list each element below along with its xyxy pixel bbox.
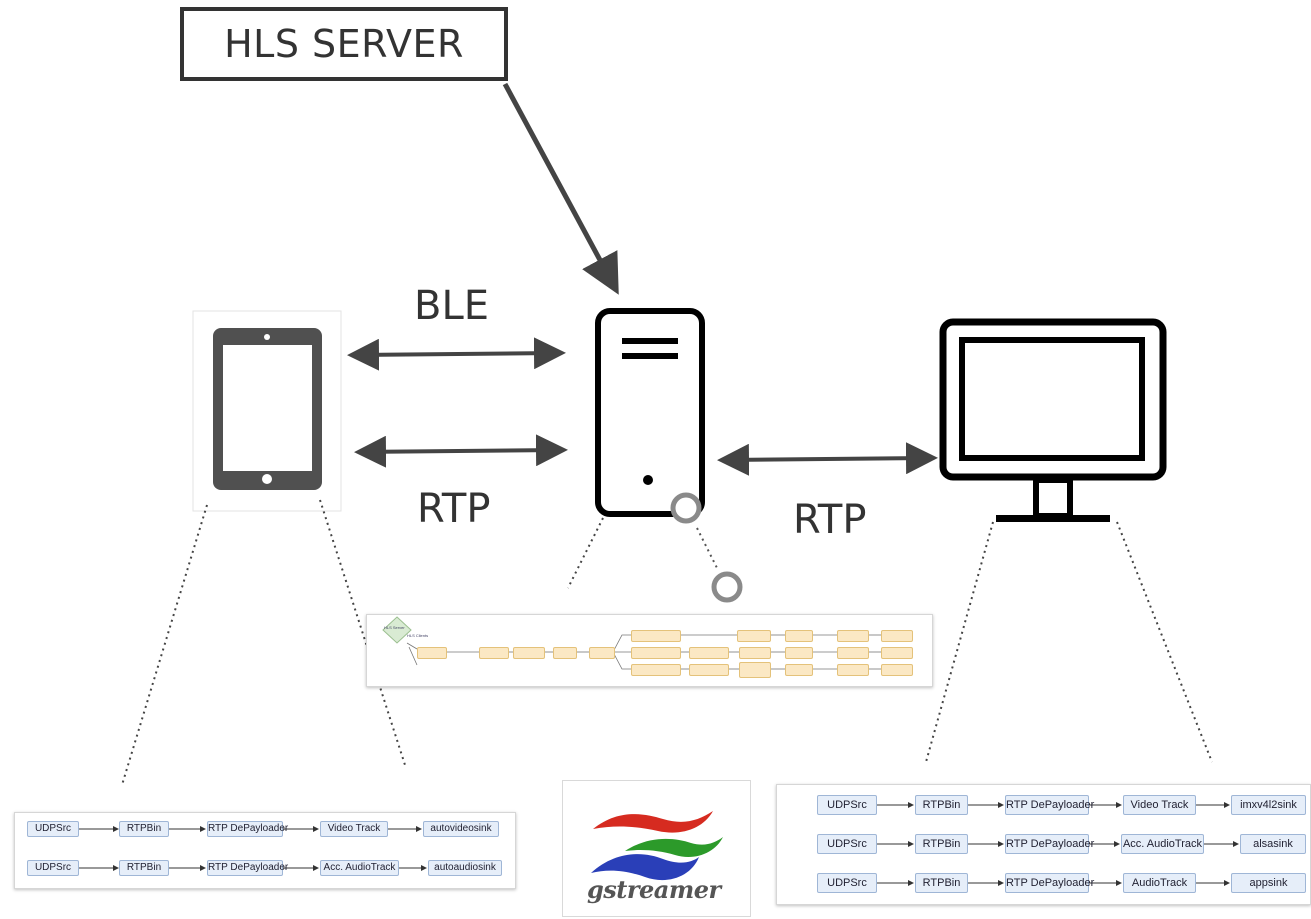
server-node xyxy=(631,664,681,676)
pipeline-node: RTP DePayloader xyxy=(1005,795,1094,815)
server-node xyxy=(785,647,813,659)
server-node xyxy=(837,647,869,659)
pipeline-node: RTPBin xyxy=(915,873,968,893)
server-node xyxy=(417,647,447,659)
server-node xyxy=(837,664,869,676)
hls-pointer-arrow xyxy=(502,82,619,295)
pipeline-node: RTPBin xyxy=(119,821,169,837)
pipeline-node: RTP DePayloader xyxy=(1005,834,1094,854)
server-root-label: HLS Server xyxy=(384,625,405,630)
rtp-left-label: RTP xyxy=(417,486,491,532)
server-node xyxy=(479,647,509,659)
right-pipeline-panel: UDPSrc RTPBin RTP DePayloader Video Trac… xyxy=(776,784,1311,905)
server-node xyxy=(837,630,869,642)
connector-dots xyxy=(696,527,719,571)
server-node xyxy=(513,647,545,659)
pipeline-node: alsasink xyxy=(1240,834,1306,854)
pipeline-node: autovideosink xyxy=(423,821,499,837)
right-pipeline-arrows xyxy=(877,802,1239,886)
pipeline-node: UDPSrc xyxy=(27,821,79,837)
server-pipeline-graph xyxy=(382,616,881,670)
pipeline-node: imxv4l2sink xyxy=(1231,795,1306,815)
server-node xyxy=(631,647,681,659)
ble-arrow xyxy=(347,337,566,371)
pipeline-node: UDPSrc xyxy=(27,860,79,876)
pipeline-node: RTPBin xyxy=(915,834,968,854)
rtp-right-arrow xyxy=(717,442,938,476)
monitor-icon xyxy=(939,318,1167,522)
pipeline-node: autoaudiosink xyxy=(428,860,502,876)
hls-server-box: HLS SERVER xyxy=(180,7,508,81)
pipeline-node: RTPBin xyxy=(119,860,169,876)
server-icon xyxy=(595,308,705,517)
pipeline-node: RTP DePayloader xyxy=(1005,873,1094,893)
server-node xyxy=(785,664,813,676)
ble-label: BLE xyxy=(414,283,489,329)
left-pipeline-arrows xyxy=(79,826,427,871)
connector-ring-1 xyxy=(670,492,702,524)
pipeline-node: appsink xyxy=(1231,873,1306,893)
server-node xyxy=(785,630,813,642)
pipeline-node: UDPSrc xyxy=(817,873,877,893)
pipeline-node: AudioTrack xyxy=(1123,873,1196,893)
server-node xyxy=(881,664,913,676)
pipeline-node: RTPBin xyxy=(915,795,968,815)
server-node xyxy=(689,647,729,659)
server-node xyxy=(881,630,913,642)
server-sub-label: HLS Clients xyxy=(407,633,429,638)
left-pipeline-panel: UDPSrc RTPBin RTP DePayloader Video Trac… xyxy=(14,812,516,889)
server-pipeline-panel: HLS Server HLS Clients xyxy=(366,614,933,687)
tablet-icon xyxy=(192,310,342,512)
server-node xyxy=(631,630,681,642)
rtp-left-arrow xyxy=(354,434,568,468)
pipeline-node: RTP DePayloader xyxy=(207,860,288,876)
gstreamer-wordmark: gstreamer xyxy=(587,875,721,904)
hls-server-label: HLS SERVER xyxy=(224,22,464,66)
server-node xyxy=(553,647,577,659)
server-node xyxy=(737,630,771,642)
gstreamer-logo: gstreamer xyxy=(562,780,751,917)
pipeline-node: Video Track xyxy=(320,821,388,837)
rtp-right-label: RTP xyxy=(793,497,867,543)
pipeline-node: Acc. AudioTrack xyxy=(1121,834,1204,854)
pipeline-node: UDPSrc xyxy=(817,834,877,854)
server-node xyxy=(589,647,615,659)
server-node xyxy=(739,662,771,678)
pipeline-node: UDPSrc xyxy=(817,795,877,815)
connector-ring-2 xyxy=(711,571,743,603)
server-node xyxy=(739,647,771,659)
pipeline-node: Video Track xyxy=(1123,795,1196,815)
leader-lines xyxy=(121,499,1213,786)
server-node xyxy=(689,664,729,676)
server-node xyxy=(881,647,913,659)
pipeline-node: RTP DePayloader xyxy=(207,821,288,837)
pipeline-node: Acc. AudioTrack xyxy=(320,860,399,876)
gstreamer-waves-icon xyxy=(591,811,723,881)
